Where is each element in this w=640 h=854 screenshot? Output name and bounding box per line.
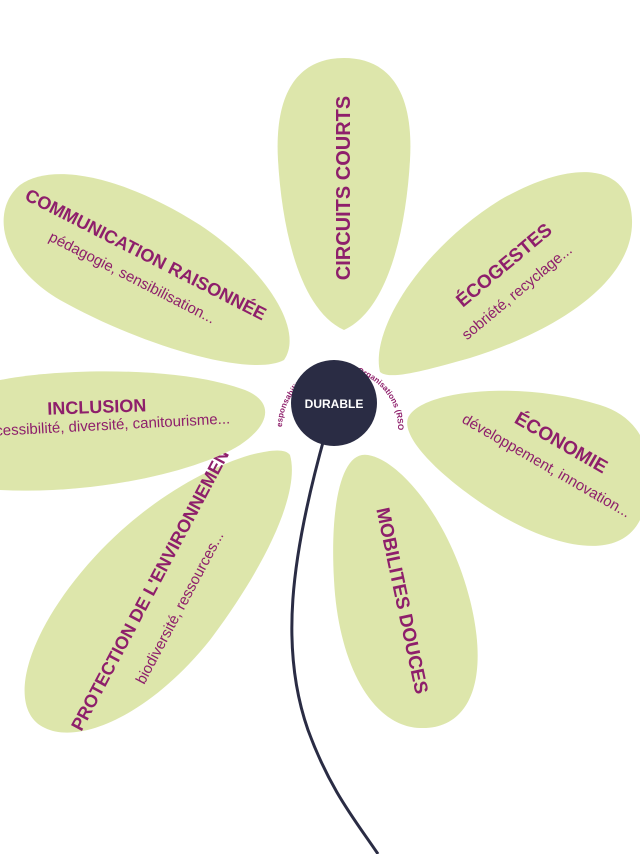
petal-shape xyxy=(333,454,478,729)
petal-shape xyxy=(3,174,290,366)
petal-shape xyxy=(277,58,411,330)
petal-circuits-courts: CIRCUITS COURTS xyxy=(277,58,411,330)
petal-inclusion: INCLUSION accessibilité, diversité, cani… xyxy=(0,371,266,491)
petal-ecogestes: ÉCOGESTES sobriété, recyclage... xyxy=(378,172,633,376)
petal-economie: ÉCONOMIE développement, innovation... xyxy=(407,390,640,546)
petal-shape xyxy=(24,450,292,733)
petal-mobilites-douces: MOBILITES DOUCES xyxy=(333,454,478,729)
flower-stem xyxy=(290,434,380,854)
petal-shape xyxy=(0,371,266,491)
petal-title: CIRCUITS COURTS xyxy=(333,96,355,280)
petal-title: INCLUSION xyxy=(47,395,147,418)
petal-shape xyxy=(407,390,640,546)
petal-communication-raisonnee: COMMUNICATION RAISONNÉE pédagogie, sensi… xyxy=(3,174,290,366)
center-label: DURABLE xyxy=(305,397,364,411)
center-circle xyxy=(291,360,377,446)
petal-shape xyxy=(378,172,633,376)
flower-center: DURABLE xyxy=(291,360,377,446)
